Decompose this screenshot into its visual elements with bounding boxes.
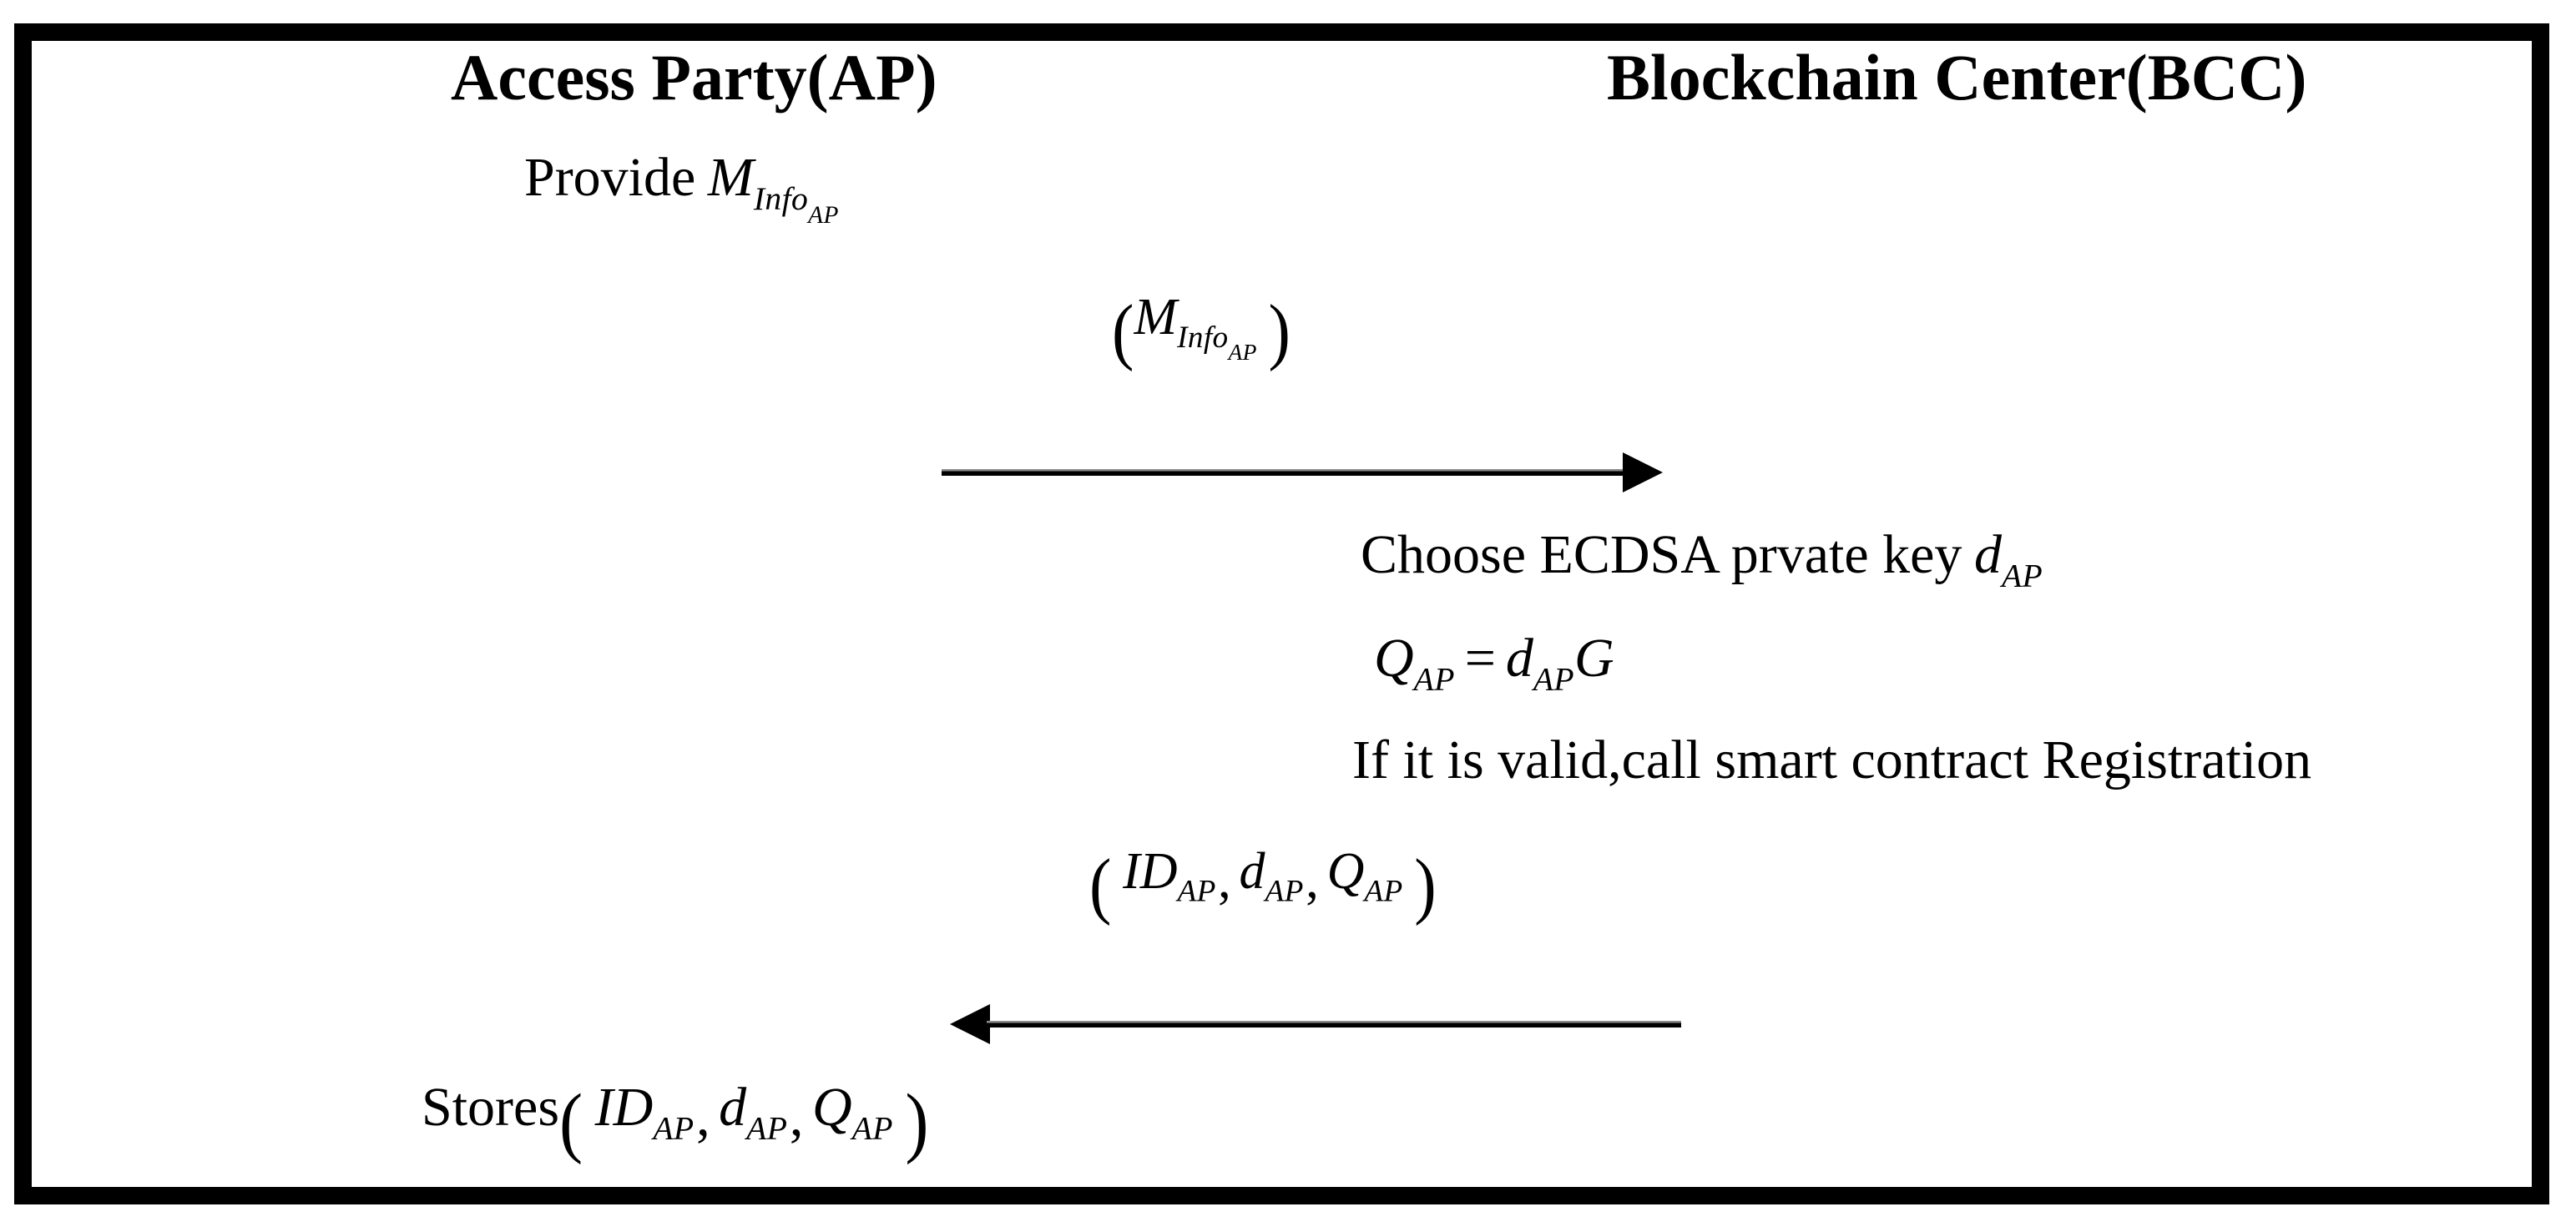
- equals-sign: =: [1464, 628, 1496, 689]
- arrow-shaft: [942, 469, 1628, 476]
- subscript-ap: AP: [1265, 874, 1304, 909]
- subscript-ap: AP: [746, 1109, 788, 1147]
- subscript-ap: AP: [653, 1109, 695, 1147]
- subscript-info: Info: [753, 179, 809, 217]
- step-valid-call: If it is valid,call smart contract Regis…: [1352, 730, 2312, 790]
- provide-text: Provide: [524, 147, 696, 208]
- stores-text: Stores: [422, 1077, 559, 1138]
- step-equation: QAP=dAPG: [1374, 629, 1614, 697]
- symbol-q: Q: [1374, 628, 1414, 689]
- arrowhead-right-icon: [1623, 452, 1663, 492]
- symbol-q: Q: [811, 1077, 852, 1138]
- close-paren: ): [1414, 844, 1437, 927]
- symbol-m: M: [1134, 289, 1178, 346]
- subscript-ap: AP: [2001, 557, 2043, 594]
- subscript-ap: AP: [1364, 874, 1403, 909]
- comma: ,: [1218, 852, 1231, 910]
- symbol-id: ID: [1123, 843, 1178, 900]
- choose-text: Choose ECDSA prvate key: [1361, 524, 1962, 585]
- open-paren: (: [1089, 844, 1112, 927]
- symbol-d: d: [1505, 628, 1533, 689]
- symbol-id: ID: [594, 1077, 654, 1138]
- symbol-g: G: [1573, 628, 1614, 689]
- actor-label-access-party: Access Party(AP): [451, 41, 937, 114]
- symbol-q: Q: [1326, 843, 1365, 900]
- comma: ,: [1306, 852, 1319, 910]
- note-stores: Stores(IDAP,dAP,QAP): [422, 1077, 929, 1166]
- message-label-id-d-q: (IDAP,dAP,QAP): [1089, 843, 1437, 924]
- open-paren: (: [559, 1078, 583, 1166]
- message-label-m-info: (MInfoAP): [1112, 289, 1291, 370]
- subscript-ap: AP: [1533, 660, 1574, 698]
- symbol-d: d: [719, 1077, 747, 1138]
- subscript-ap: AP: [1228, 338, 1257, 365]
- subscript-ap: AP: [851, 1109, 893, 1147]
- subscript-info: Info: [1177, 320, 1229, 355]
- arrow-shaft: [987, 1021, 1681, 1028]
- close-paren: ): [1268, 290, 1291, 372]
- subscript-ap: AP: [808, 201, 839, 229]
- subscript-ap: AP: [1413, 660, 1455, 698]
- actor-label-blockchain-center: Blockchain Center(BCC): [1607, 41, 2307, 114]
- symbol-d: d: [1973, 524, 2002, 585]
- symbol-m: M: [707, 147, 754, 208]
- symbol-d: d: [1239, 843, 1265, 900]
- comma: ,: [789, 1086, 804, 1148]
- close-paren: ): [905, 1078, 929, 1166]
- diagram-frame: [14, 23, 2549, 1204]
- arrowhead-left-icon: [950, 1004, 990, 1044]
- comma: ,: [696, 1086, 710, 1148]
- open-paren: (: [1112, 290, 1134, 372]
- subscript-ap: AP: [1177, 874, 1216, 909]
